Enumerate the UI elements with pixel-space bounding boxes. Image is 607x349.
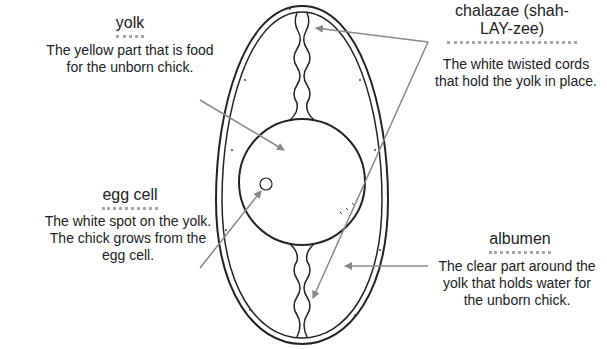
chalazae-leader-bottom (313, 42, 428, 298)
part-description: The white twisted cords that hold the yo… (430, 56, 602, 90)
chalaza-top (290, 13, 314, 120)
yolk-leader (200, 100, 284, 150)
part-description: The yellow part that is food for the unb… (42, 42, 218, 76)
egg-shell-outer (216, 6, 388, 344)
egg-cell-spot (260, 178, 272, 190)
chalaza-bottom (290, 244, 314, 337)
part-description: The clear part around the yolk that hold… (432, 258, 602, 309)
part-name: yolk (116, 14, 144, 38)
part-description: The white spot on the yolk. The chick gr… (40, 213, 216, 264)
part-name: egg cell (102, 186, 157, 210)
shell-dots (225, 8, 381, 316)
albumen-leader (345, 265, 428, 267)
chalazae-leader-top (316, 28, 428, 42)
part-name: albumen (489, 230, 550, 254)
egg-shell-inner (222, 12, 382, 338)
egg-cell-leader (200, 191, 261, 268)
part-name: chalazae (shah-LAY-zee) (447, 2, 577, 44)
